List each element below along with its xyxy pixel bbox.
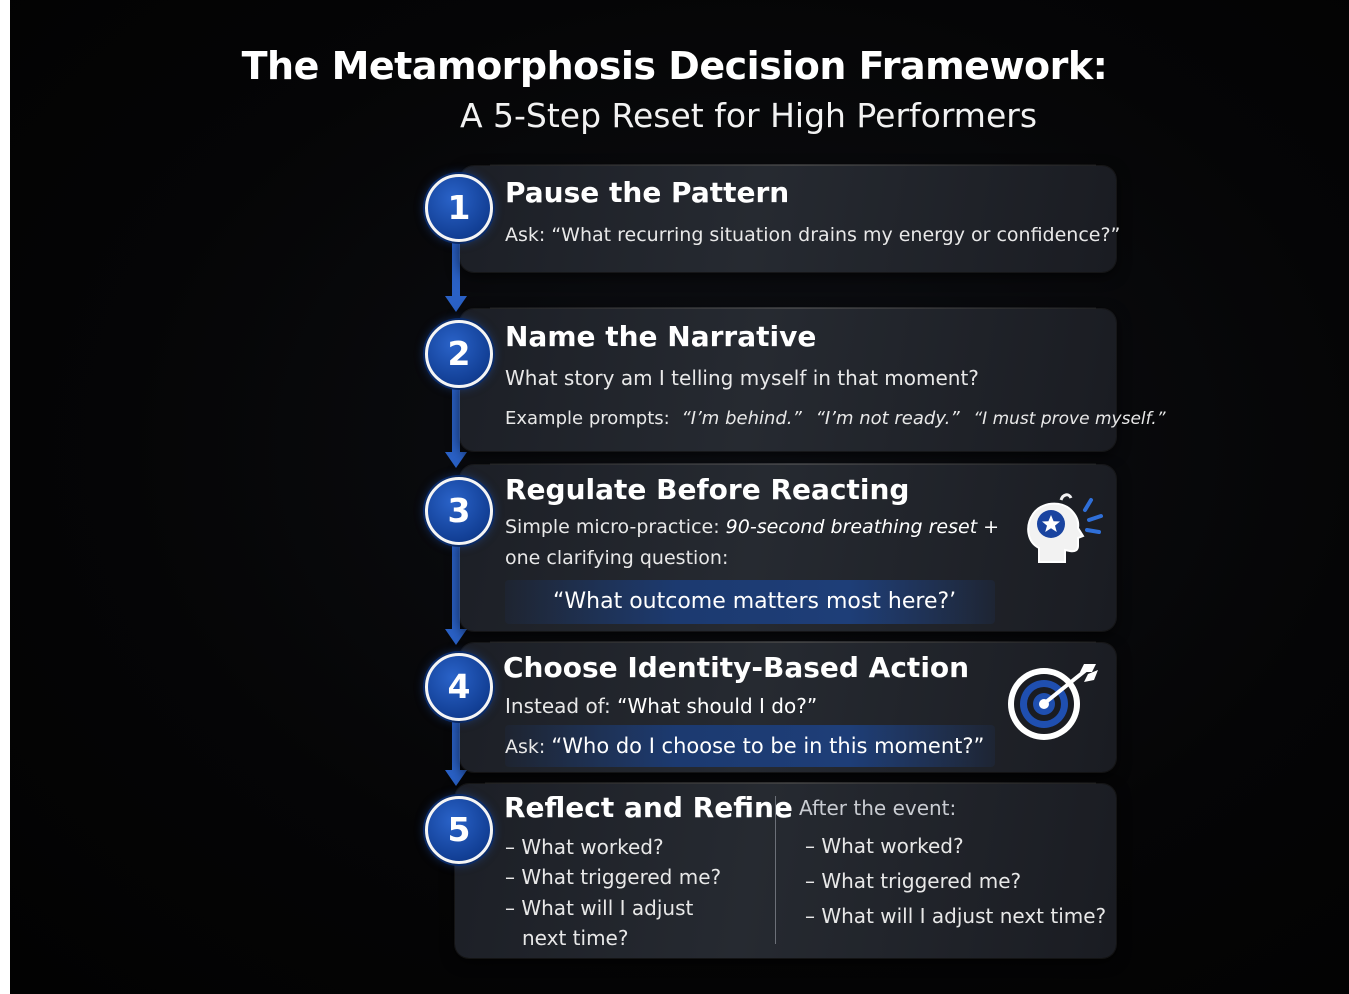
step-body-3: Simple micro-practice: 90-second breathi… <box>505 516 999 538</box>
reflect-left-item-2: – What triggered me? <box>505 865 722 889</box>
step-body-3-line2: one clarifying question: <box>505 547 729 569</box>
page-subtitle: A 5-Step Reset for High Performers <box>459 96 1038 135</box>
step-number-badge-4: 4 <box>425 653 493 721</box>
ask-row-4: Ask: “Who do I choose to be in this mome… <box>505 734 984 758</box>
step-number-badge-2: 2 <box>425 320 493 388</box>
connector-1-2 <box>452 238 460 298</box>
after-event-label: After the event: <box>799 796 957 820</box>
step-card-1 <box>460 164 1116 272</box>
reflect-column-divider <box>775 796 776 944</box>
target-arrow-icon <box>1008 664 1098 740</box>
example-prompt-3: “I must prove myself.” <box>973 409 1166 429</box>
quote-highlight-3 <box>505 580 995 624</box>
connector-arrowhead-3-4 <box>445 629 467 645</box>
mind-reset-icon <box>1027 493 1103 563</box>
reflect-right-item-1: – What worked? <box>805 834 964 858</box>
step-number-badge-3: 3 <box>425 477 493 545</box>
instead-of-row: Instead of: “What should I do?” <box>505 694 817 718</box>
instead-of-question: “What should I do?” <box>617 694 818 718</box>
reflect-right-item-3: – What will I adjust next time? <box>805 904 1107 928</box>
connector-arrowhead-1-2 <box>445 296 467 312</box>
reflect-left-item-3-cont: next time? <box>522 926 629 950</box>
step-number-badge-5: 5 <box>425 796 493 864</box>
step-title-3: Regulate Before Reacting <box>505 473 910 506</box>
step-title-1: Pause the Pattern <box>505 176 790 209</box>
connector-arrowhead-4-5 <box>445 770 467 786</box>
example-prompts-label: Example prompts: <box>505 408 670 429</box>
example-prompt-2: “I’m not ready.” <box>815 408 960 429</box>
identity-question: “Who do I choose to be in this moment?” <box>551 734 985 758</box>
step-number-badge-1: 1 <box>425 174 493 242</box>
example-prompt-1: “I’m behind.” <box>681 408 802 429</box>
ask-label: Ask: <box>505 736 546 758</box>
reflect-right-item-2: – What triggered me? <box>805 869 1022 893</box>
page-title: The Metamorphosis Decision Framework: <box>241 44 1108 88</box>
step-body-1: Ask: “What recurring situation drains my… <box>505 224 1121 246</box>
quote-highlight-4 <box>505 725 995 767</box>
reflect-left-item-3: – What will I adjust <box>505 896 694 920</box>
reflect-left-item-1: – What worked? <box>505 835 664 859</box>
instead-of-label: Instead of: <box>505 694 611 718</box>
step-body-2: What story am I telling myself in that m… <box>505 366 979 390</box>
example-prompts-row: Example prompts: “I’m behind.” “I’m not … <box>505 408 1166 429</box>
connector-3-4 <box>452 541 460 631</box>
step-title-5: Reflect and Refine <box>504 791 793 824</box>
step-title-2: Name the Narrative <box>505 320 817 353</box>
step-card-5 <box>455 782 1116 958</box>
clarifying-question-quote: “What outcome matters most here?’ <box>553 589 957 614</box>
step-card-2 <box>460 307 1116 451</box>
step-title-4: Choose Identity-Based Action <box>503 651 970 684</box>
micro-practice-label: Simple micro-practice: <box>505 516 720 538</box>
connector-arrowhead-2-3 <box>445 452 467 468</box>
connector-4-5 <box>452 716 460 772</box>
connector-2-3 <box>452 384 460 454</box>
micro-practice-emphasis: 90-second breathing reset + <box>725 516 1000 538</box>
